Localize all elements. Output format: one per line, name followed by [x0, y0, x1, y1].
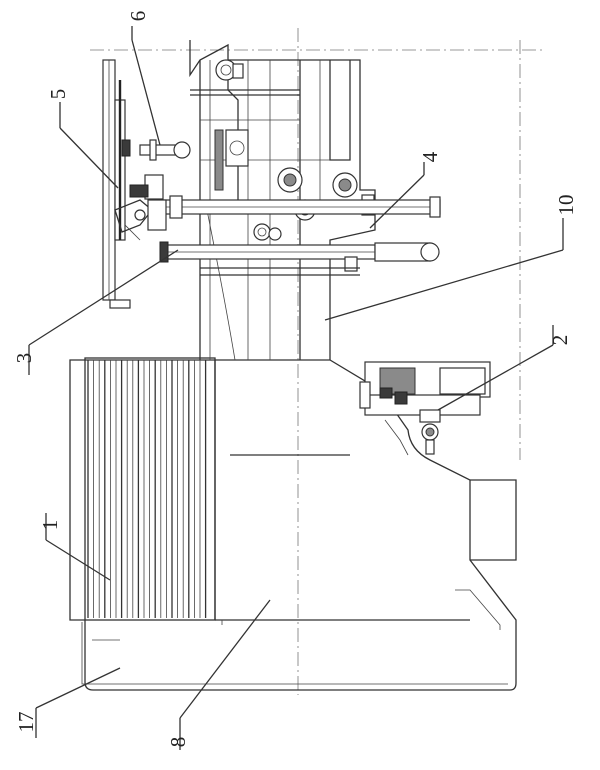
label-5: 5 — [46, 89, 70, 100]
label-10: 10 — [554, 195, 578, 216]
top-bearing — [215, 59, 244, 81]
part-labels: 6 5 4 10 3 2 1 17 8 — [12, 11, 578, 748]
gripper — [114, 139, 191, 241]
label-4: 4 — [418, 151, 442, 162]
label-3: 3 — [12, 353, 36, 364]
lower-unit — [359, 361, 491, 456]
label-2: 2 — [548, 335, 572, 346]
left-rail — [102, 59, 131, 309]
label-6: 6 — [126, 11, 150, 22]
label-8: 8 — [166, 737, 190, 748]
stack-block — [84, 357, 216, 621]
stack-outline — [84, 357, 216, 621]
label-1: 1 — [38, 520, 62, 531]
cylinder-bar — [159, 241, 440, 276]
center-lines — [90, 28, 545, 695]
label-17: 17 — [14, 712, 38, 733]
leader-lines — [28, 26, 564, 750]
